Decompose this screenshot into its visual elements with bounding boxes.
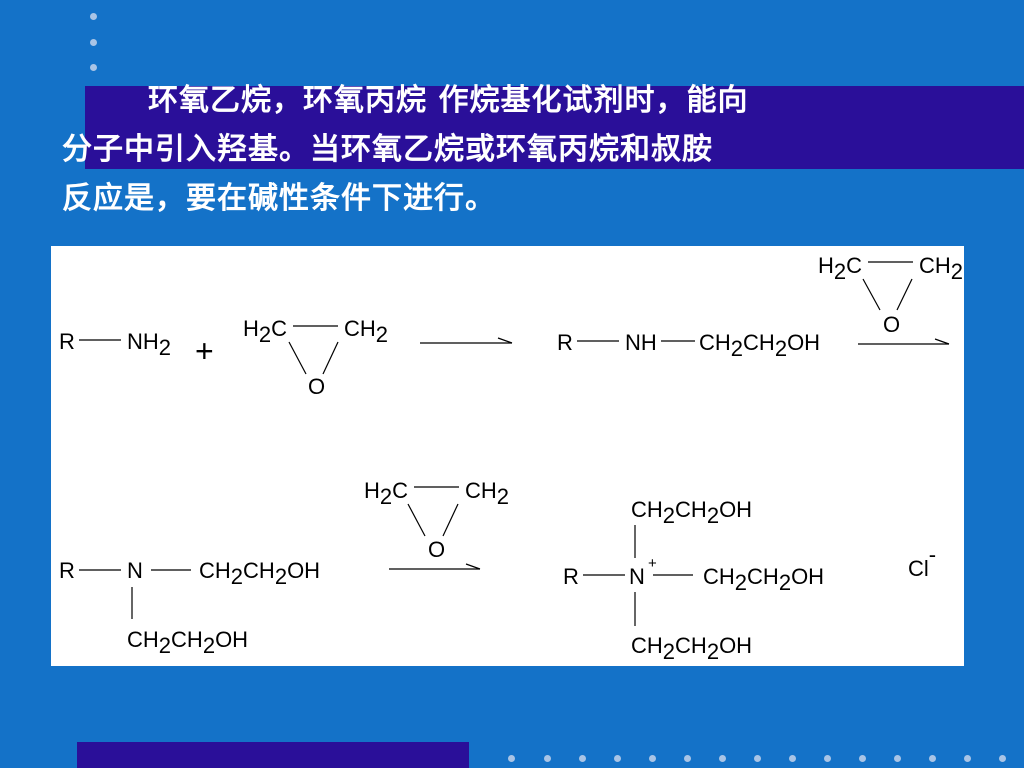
r-group: R: [563, 564, 579, 589]
body-text-line-3: 反应是，要在碱性条件下进行。: [62, 181, 496, 216]
ch2-label: CH2: [344, 316, 388, 347]
bond: [862, 278, 881, 311]
ethylene-oxide-2: H2C CH2 O: [818, 253, 963, 337]
reaction-arrow-3: [389, 563, 481, 570]
bond: [896, 278, 913, 311]
decor-dot: [894, 755, 901, 762]
ch2ch2oh-group: CH2CH2OH: [699, 330, 820, 361]
ch2ch2oh-group: CH2CH2OH: [631, 497, 752, 528]
ch2-label: CH2: [919, 253, 963, 284]
decor-dot: [789, 755, 796, 762]
reaction-arrow-2: [858, 338, 950, 345]
oxygen-label: O: [883, 312, 900, 337]
chloride-ion: Cl-: [908, 542, 936, 581]
header-band: [85, 86, 1024, 169]
ch2-label: CH2: [465, 478, 509, 509]
decor-dot: [649, 755, 656, 762]
ethylene-oxide-1: H2C CH2 O: [243, 316, 388, 399]
oxygen-label: O: [308, 374, 325, 399]
decor-dot: [508, 755, 515, 762]
ch2ch2oh-group: CH2CH2OH: [631, 633, 752, 664]
ch2ch2oh-group: CH2CH2OH: [199, 558, 320, 589]
reaction-scheme-panel: R NH2 + H2C CH2 O R NH CH2CH2OH H2C CH2 …: [51, 246, 964, 666]
decor-dot: [90, 64, 97, 71]
h2c-label: H2C: [818, 253, 862, 284]
h2c-label: H2C: [364, 478, 408, 509]
reaction-arrow-1: [420, 337, 513, 344]
ethylene-oxide-3: H2C CH2 O: [364, 478, 509, 562]
quaternary-ammonium-product: CH2CH2OH R N + CH2CH2OH CH2CH2OH Cl-: [563, 497, 936, 664]
secondary-amine-product: R NH CH2CH2OH: [557, 330, 820, 361]
positive-charge: +: [648, 555, 657, 572]
tertiary-amine: R N CH2CH2OH CH2CH2OH: [59, 558, 320, 658]
decor-dot: [90, 39, 97, 46]
r-group: R: [557, 330, 573, 355]
primary-amine: R NH2: [59, 329, 171, 360]
ch2ch2oh-group: CH2CH2OH: [127, 627, 248, 658]
oxygen-label: O: [428, 537, 445, 562]
decor-dot: [719, 755, 726, 762]
plus-sign: +: [195, 333, 214, 369]
bond: [322, 341, 339, 375]
decor-dot: [684, 755, 691, 762]
reaction-scheme: R NH2 + H2C CH2 O R NH CH2CH2OH H2C CH2 …: [59, 253, 963, 664]
h2c-label: H2C: [243, 316, 287, 347]
footer-band: [77, 742, 469, 768]
decor-dot: [999, 755, 1006, 762]
ch2ch2oh-group: CH2CH2OH: [703, 564, 824, 595]
decor-dot: [90, 13, 97, 20]
nitrogen-label: N: [629, 564, 645, 589]
body-text-line-2: 分子中引入羟基。当环氧乙烷或环氧丙烷和叔胺: [62, 132, 713, 167]
nh2-group: NH2: [127, 329, 171, 360]
nh-group: NH: [625, 330, 657, 355]
decor-dot: [929, 755, 936, 762]
nitrogen-label: N: [127, 558, 143, 583]
decor-dot: [614, 755, 621, 762]
bond: [288, 341, 307, 375]
decor-dot: [544, 755, 551, 762]
decor-dot: [964, 755, 971, 762]
decor-dot: [824, 755, 831, 762]
decor-dot: [859, 755, 866, 762]
body-text-line-1: 环氧乙烷，环氧丙烷 作烷基化试剂时，能向: [148, 83, 749, 118]
bond: [442, 503, 459, 537]
decor-dot: [579, 755, 586, 762]
decor-dot: [754, 755, 761, 762]
bond: [407, 503, 426, 537]
r-group: R: [59, 329, 75, 354]
r-group: R: [59, 558, 75, 583]
